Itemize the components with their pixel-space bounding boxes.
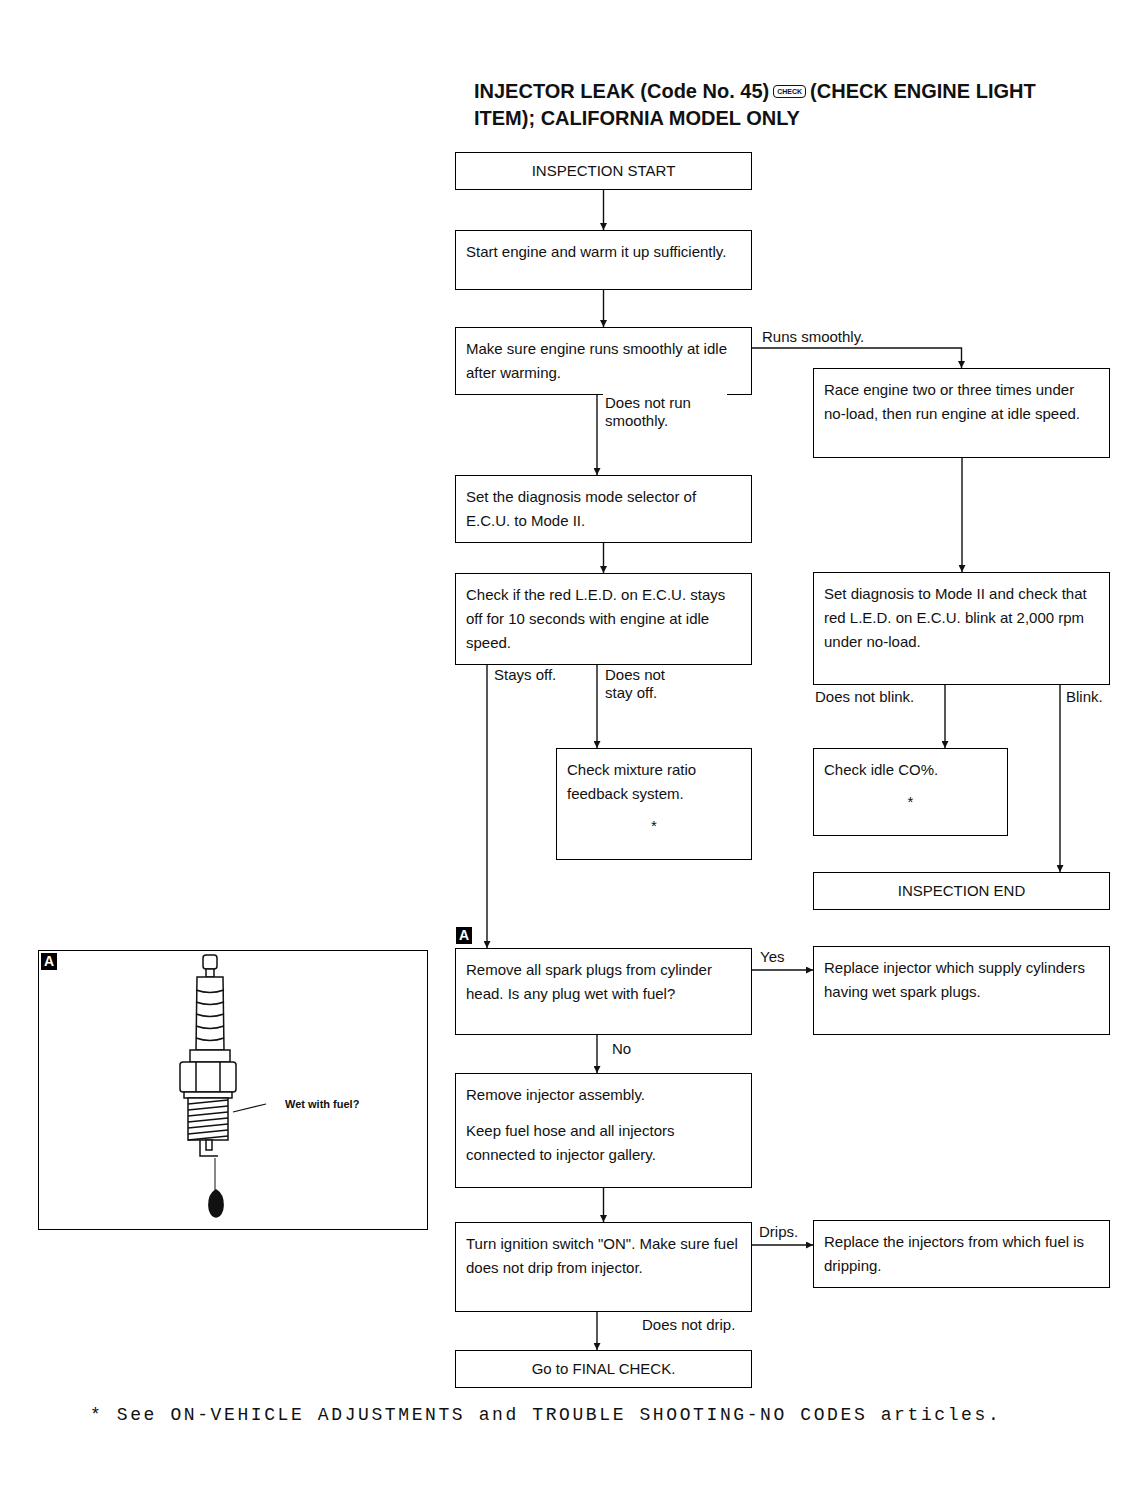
process-box: Race engine two or three times under no-… xyxy=(813,368,1110,458)
flow-arrow xyxy=(603,190,604,230)
process-box: Check idle CO%. * xyxy=(813,748,1008,836)
illustration-panel: A Wet with fuel? xyxy=(38,950,428,1230)
flow-arrow xyxy=(486,665,487,948)
branch-label: Stays off. xyxy=(492,666,558,684)
box-text: Turn ignition switch "ON". Make sure fue… xyxy=(466,1232,741,1280)
process-box: Remove injector assembly. Keep fuel hose … xyxy=(455,1073,752,1188)
process-box: Set the diagnosis mode selector of E.C.U… xyxy=(455,475,752,543)
box-text: Check if the red L.E.D. on E.C.U. stays … xyxy=(466,583,741,655)
box-text: Keep fuel hose and all injectors connect… xyxy=(466,1119,741,1167)
branch-label: No xyxy=(610,1040,633,1058)
footnote: * See ON-VEHICLE ADJUSTMENTS and TROUBLE… xyxy=(90,1404,1001,1426)
flow-arrow xyxy=(961,458,962,572)
process-box: Start engine and warm it up sufficiently… xyxy=(455,230,752,290)
box-text: Check mixture ratio feedback system. xyxy=(567,758,741,806)
branch-label: Runs smoothly. xyxy=(760,328,866,346)
section-marker: A xyxy=(456,927,472,944)
end-box: Go to FINAL CHECK. xyxy=(455,1350,752,1388)
flow-arrow xyxy=(944,685,945,748)
end-box: INSPECTION END xyxy=(813,872,1110,910)
box-text: Set the diagnosis mode selector of E.C.U… xyxy=(466,485,741,533)
flow-arrow xyxy=(603,290,604,327)
flow-arrow xyxy=(596,1035,597,1073)
box-text: Check idle CO%. xyxy=(824,758,997,782)
flow-arrow xyxy=(603,1188,604,1222)
box-text: Replace the injectors from which fuel is… xyxy=(824,1230,1099,1278)
decision-box: Set diagnosis to Mode II and check that … xyxy=(813,572,1110,685)
flow-arrow xyxy=(752,1244,813,1245)
branch-label: Does not run smoothly. xyxy=(603,394,727,430)
callout-label: Wet with fuel? xyxy=(284,1097,360,1111)
box-text: INSPECTION END xyxy=(822,879,1101,903)
decision-box: Turn ignition switch "ON". Make sure fue… xyxy=(455,1222,752,1312)
box-text: Go to FINAL CHECK. xyxy=(464,1357,743,1381)
decision-box: Make sure engine runs smoothly at idle a… xyxy=(455,327,752,395)
title: INJECTOR LEAK (Code No. 45) xyxy=(474,80,769,102)
check-engine-icon: CHECK xyxy=(773,85,806,98)
decision-box: Remove all spark plugs from cylinder hea… xyxy=(455,948,752,1035)
box-text: Set diagnosis to Mode II and check that … xyxy=(824,582,1099,654)
decision-box: Check if the red L.E.D. on E.C.U. stays … xyxy=(455,573,752,665)
box-text: Replace injector which supply cylinders … xyxy=(824,956,1099,1004)
flow-arrow xyxy=(603,543,604,573)
process-box: Check mixture ratio feedback system. * xyxy=(556,748,752,860)
branch-label: Drips. xyxy=(757,1223,800,1241)
box-text: Make sure engine runs smoothly at idle a… xyxy=(466,337,741,385)
branch-label: Does not drip. xyxy=(640,1316,737,1334)
box-text: Race engine two or three times under no-… xyxy=(824,378,1099,426)
process-box: Replace injector which supply cylinders … xyxy=(813,946,1110,1035)
footnote-mark: * xyxy=(567,814,741,838)
flow-arrow xyxy=(752,348,962,368)
flow-arrow xyxy=(596,395,597,475)
flow-arrow xyxy=(596,1312,597,1350)
branch-label: Yes xyxy=(758,948,786,966)
footnote-mark: * xyxy=(824,790,997,814)
panel-letter: A xyxy=(41,953,57,970)
branch-label: Does not stay off. xyxy=(603,666,692,702)
box-text: Start engine and warm it up sufficiently… xyxy=(466,240,741,264)
box-text: INSPECTION START xyxy=(464,159,743,183)
branch-label: Blink. xyxy=(1064,688,1105,706)
title-block: INJECTOR LEAK (Code No. 45)CHECK(CHECK E… xyxy=(474,78,1084,132)
branch-label: Does not blink. xyxy=(813,688,916,706)
box-text: Remove injector assembly. xyxy=(466,1083,741,1107)
flow-arrow xyxy=(752,969,813,970)
start-box: INSPECTION START xyxy=(455,152,752,190)
box-text: Remove all spark plugs from cylinder hea… xyxy=(466,958,741,1006)
flow-arrow xyxy=(1059,685,1060,872)
process-box: Replace the injectors from which fuel is… xyxy=(813,1220,1110,1288)
flow-arrow xyxy=(596,665,597,748)
